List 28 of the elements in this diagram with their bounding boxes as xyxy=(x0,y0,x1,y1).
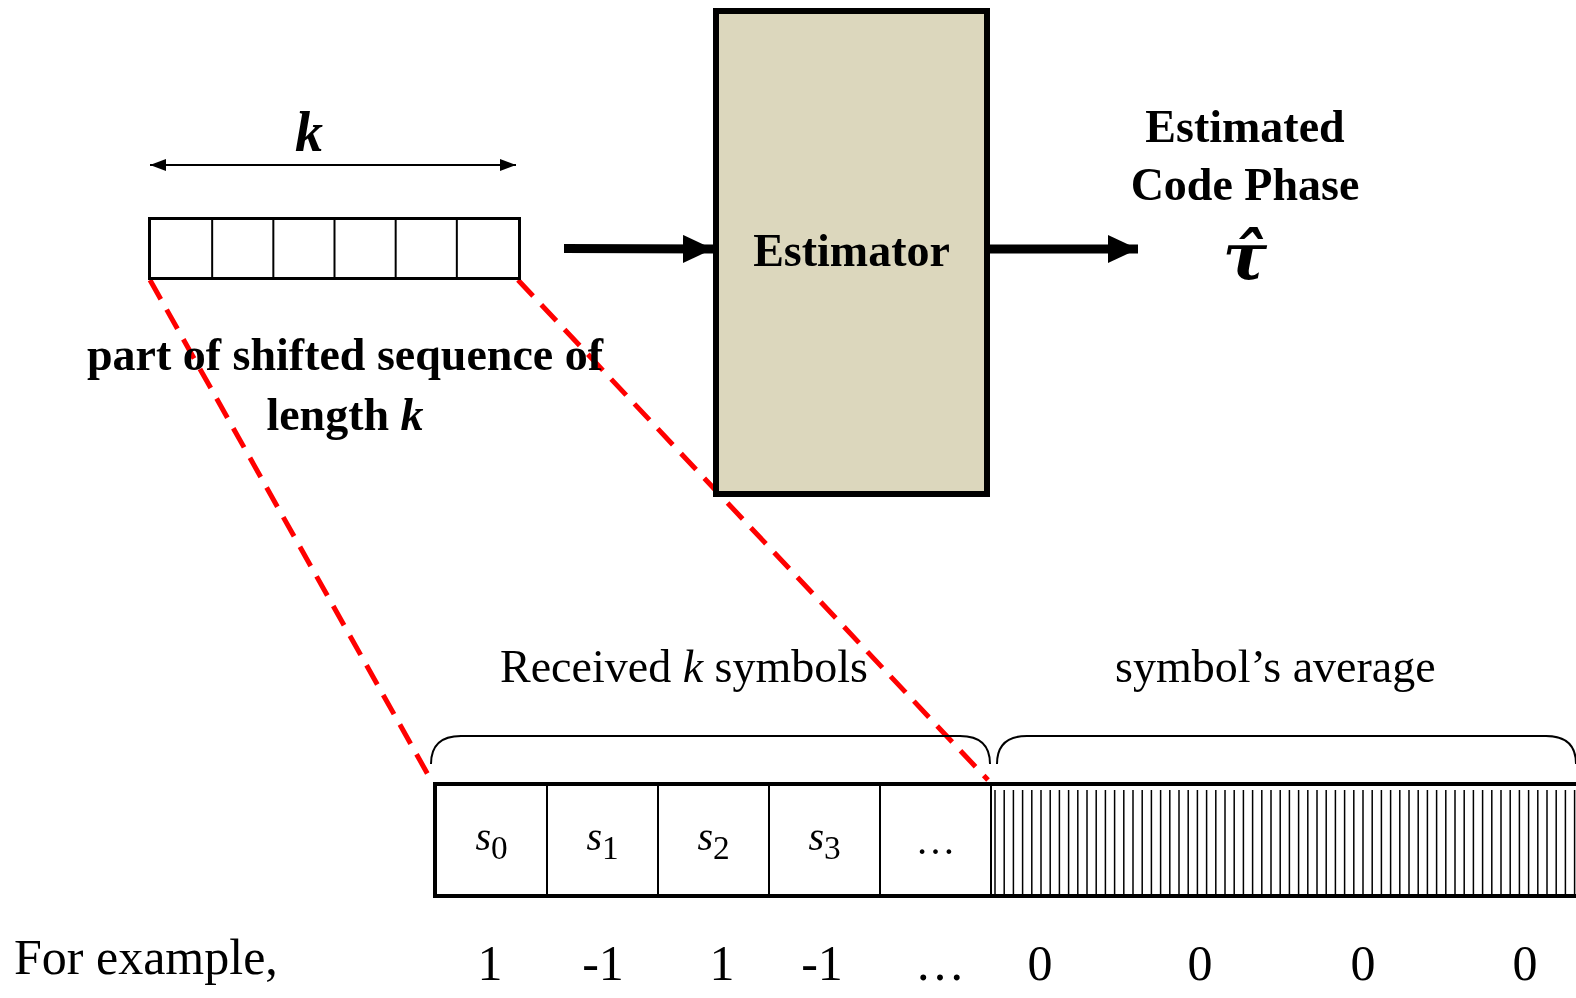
symbol-label: … xyxy=(915,816,956,864)
brace-label: Received k symbols xyxy=(500,640,868,693)
value-label: -1 xyxy=(801,934,843,992)
arrow xyxy=(990,235,1138,263)
brace-label: symbol’s average xyxy=(1115,640,1436,693)
output-label: Estimated Code Phase xyxy=(1129,100,1361,212)
value-label: … xyxy=(915,934,965,992)
value-label: 1 xyxy=(709,934,735,992)
sequence-bar xyxy=(148,217,521,280)
math-symbol: τ̂ xyxy=(1221,216,1269,296)
symbol-label: s$_{0}$ xyxy=(475,813,508,867)
dimension-label: k xyxy=(295,100,323,164)
symbol-label: s$_{3}$ xyxy=(808,813,841,867)
row-label: For example, xyxy=(14,928,278,986)
symbol-sequence-bar xyxy=(433,782,1576,898)
arrow xyxy=(564,234,713,263)
box-label: Estimator xyxy=(752,224,951,277)
caption-text: part of shifted sequence of length k xyxy=(85,328,605,442)
value-label: 1 xyxy=(477,934,503,992)
zoom-guide-line xyxy=(516,278,990,782)
symbol-label: s$_{2}$ xyxy=(697,813,730,867)
value-label: 0 xyxy=(1512,934,1538,992)
value-label: 0 xyxy=(1187,934,1213,992)
value-label: 0 xyxy=(1350,934,1376,992)
symbol-label: s$_{1}$ xyxy=(586,813,619,867)
process-box xyxy=(713,8,990,497)
value-label: -1 xyxy=(582,934,624,992)
value-label: 0 xyxy=(1027,934,1053,992)
